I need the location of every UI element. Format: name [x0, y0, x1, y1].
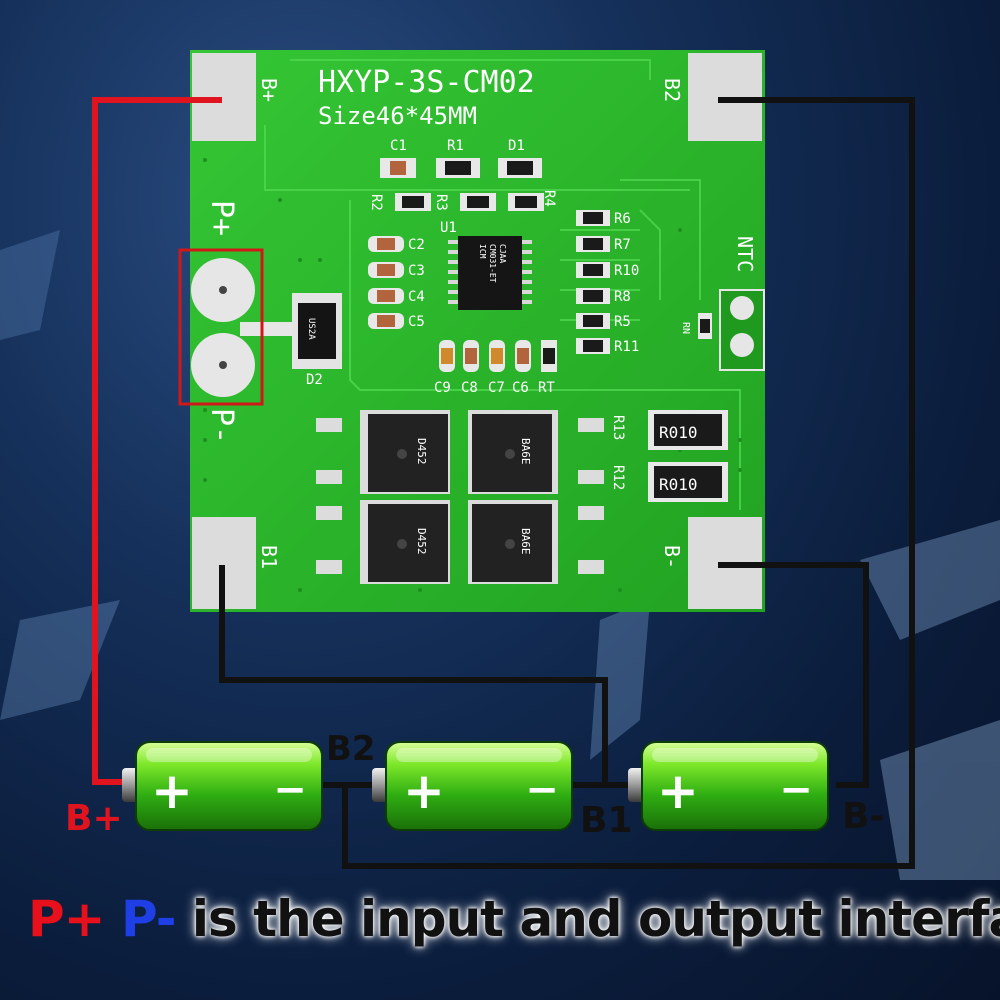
cell-3-minus: − [779, 767, 813, 813]
caps-c2-c5 [368, 236, 404, 329]
battery-label-b1: B1 [580, 800, 633, 841]
battery-label-b2: B2 [326, 729, 376, 769]
shunt-r13 [654, 414, 722, 446]
caption: P+ P- is the input and output interface [28, 890, 1000, 948]
pad-label-b2: B2 [660, 78, 684, 102]
p-terminals-highlight-box [178, 248, 264, 406]
label-c2: C2 [408, 237, 425, 253]
rn-label: RN [680, 322, 691, 334]
wire-b-minus [718, 562, 869, 788]
caption-p-minus: P- [120, 890, 177, 948]
label-c5: C5 [408, 314, 425, 330]
pad-label-p-minus: P- [204, 408, 239, 444]
label-r4: R4 [541, 190, 557, 207]
cell-1-plus: + [151, 762, 193, 820]
label-d2: D2 [306, 372, 323, 388]
caps-c6-c9 [439, 340, 557, 372]
label-r11: R11 [614, 339, 639, 355]
cell-2-plus: + [403, 762, 445, 820]
mosfet-mark-1: D452 [415, 438, 428, 465]
pad-label-p-plus: P+ [204, 200, 239, 236]
label-c8: C8 [461, 380, 478, 396]
label-r8: R8 [614, 289, 631, 305]
label-c6: C6 [512, 380, 529, 396]
battery-label-b-plus: B+ [65, 798, 123, 839]
pad-label-b1: B1 [257, 545, 281, 569]
cell-3-plus: + [657, 762, 699, 820]
ntc-label: NTC [733, 236, 757, 272]
battery-cell-2: + − [372, 741, 573, 831]
ic-mark-3: CJAA [498, 244, 507, 263]
cell-1-minus: − [273, 767, 307, 813]
battery-cell-3: + − [628, 741, 829, 831]
label-c3: C3 [408, 263, 425, 279]
pad-label-b-minus: B- [660, 545, 684, 569]
diode-d2 [298, 303, 336, 359]
board-model-label: HXYP-3S-CM02 [318, 65, 535, 100]
label-c7: C7 [488, 380, 505, 396]
shunt-r13-value: R010 [659, 423, 698, 442]
ic-u1: ICM CM031-ET CJAA [448, 236, 532, 310]
wire-b-plus [92, 97, 222, 785]
label-r1: R1 [447, 138, 464, 154]
label-r13: R13 [610, 415, 626, 440]
diode-d1 [507, 161, 533, 175]
mosfet-mark-3: D452 [415, 528, 428, 555]
mosfet-mark-4: BA6E [519, 528, 532, 555]
mosfet-mark-2: BA6E [519, 438, 532, 465]
caption-p-plus: P+ [28, 890, 106, 948]
label-u1: U1 [440, 220, 457, 236]
label-r3: R3 [433, 194, 449, 211]
cell-2-minus: − [525, 767, 559, 813]
mosfet-3 [368, 504, 448, 582]
pad-label-b-plus: B+ [257, 78, 281, 102]
wiring [92, 97, 915, 869]
battery-label-b-minus: B- [842, 796, 884, 837]
label-r10: R10 [614, 263, 639, 279]
label-rt: RT [538, 380, 555, 396]
label-d1: D1 [508, 138, 525, 154]
label-r6: R6 [614, 211, 631, 227]
shunt-r12 [654, 466, 722, 498]
diode-mark: US2A [306, 318, 316, 340]
label-r12: R12 [610, 465, 626, 490]
mosfet-1 [368, 414, 448, 492]
cap-c1 [390, 161, 406, 175]
label-r2: R2 [368, 194, 384, 211]
resistor-r1 [445, 161, 471, 175]
caption-text: is the input and output interface [191, 890, 1000, 948]
battery-cell-1: + − [122, 741, 323, 831]
label-c9: C9 [434, 380, 451, 396]
shunt-r12-value: R010 [659, 475, 698, 494]
label-r7: R7 [614, 237, 631, 253]
mosfet-array: D452 BA6E D452 BA6E [316, 410, 604, 584]
ic-mark-2: CM031-ET [488, 244, 497, 283]
ic-mark-1: ICM [478, 244, 487, 259]
label-c4: C4 [408, 289, 425, 305]
board-size-label: Size46*45MM [318, 102, 477, 130]
label-r5: R5 [614, 314, 631, 330]
pcb-board: HXYP-3S-CM02 Size46*45MM B+ B2 B1 B- P+ … [178, 50, 765, 612]
label-c1: C1 [390, 138, 407, 154]
